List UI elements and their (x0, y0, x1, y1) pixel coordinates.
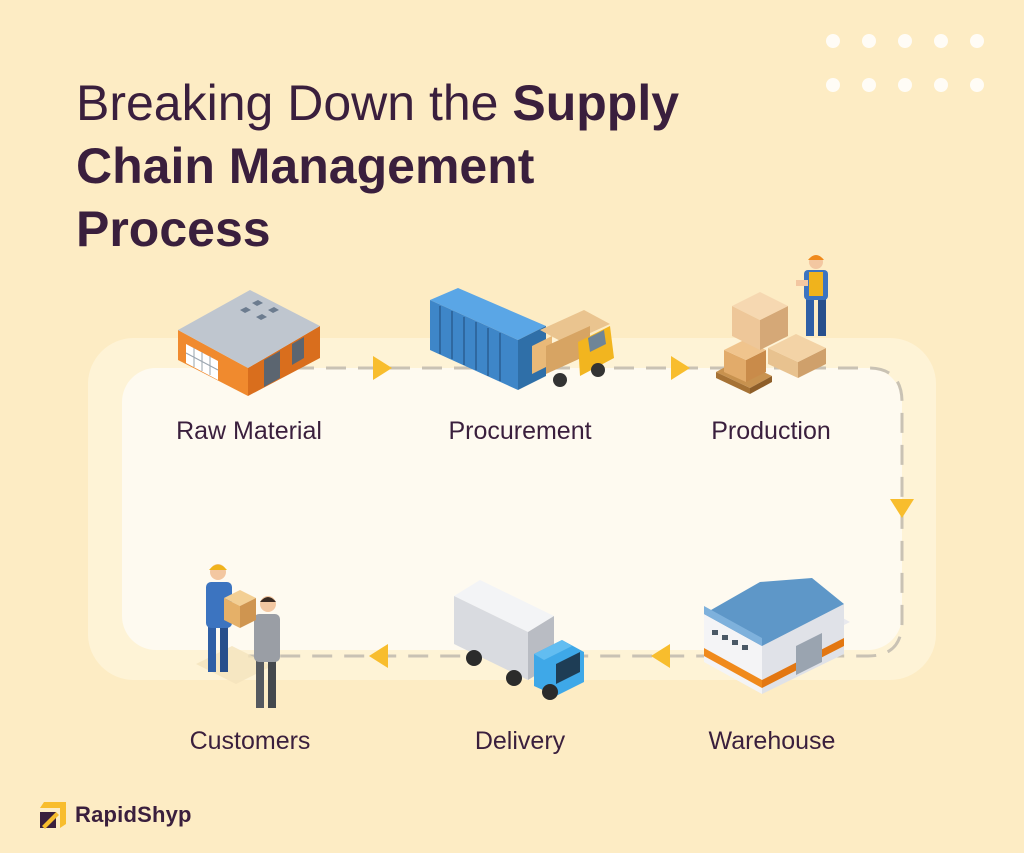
warehouse-icon (704, 578, 850, 694)
step-label-production: Production (711, 417, 831, 445)
container-truck-icon (430, 288, 614, 390)
arrow-right-icon (671, 356, 690, 380)
step-label-warehouse: Warehouse (708, 727, 836, 755)
step-label-delivery: Delivery (474, 727, 566, 755)
worker-boxes-icon (716, 255, 828, 394)
page-title: Breaking Down the Supply Chain Managemen… (76, 75, 680, 257)
decorative-dots (826, 34, 996, 94)
step-label-procurement: Procurement (448, 417, 592, 445)
factory-icon (178, 290, 320, 396)
rapidshyp-logo-icon (40, 802, 66, 829)
arrow-left-icon (651, 644, 670, 668)
delivery-truck-icon (454, 580, 584, 700)
step-label-customers: Customers (189, 727, 311, 755)
arrow-left-icon (369, 644, 388, 668)
arrow-right-icon (373, 356, 392, 380)
step-label-raw-material: Raw Material (176, 417, 322, 445)
brand-name: RapidShyp (75, 802, 192, 827)
arrow-down-icon (890, 499, 914, 518)
handover-icon (196, 564, 280, 708)
brand-logo: RapidShyp (38, 800, 192, 830)
